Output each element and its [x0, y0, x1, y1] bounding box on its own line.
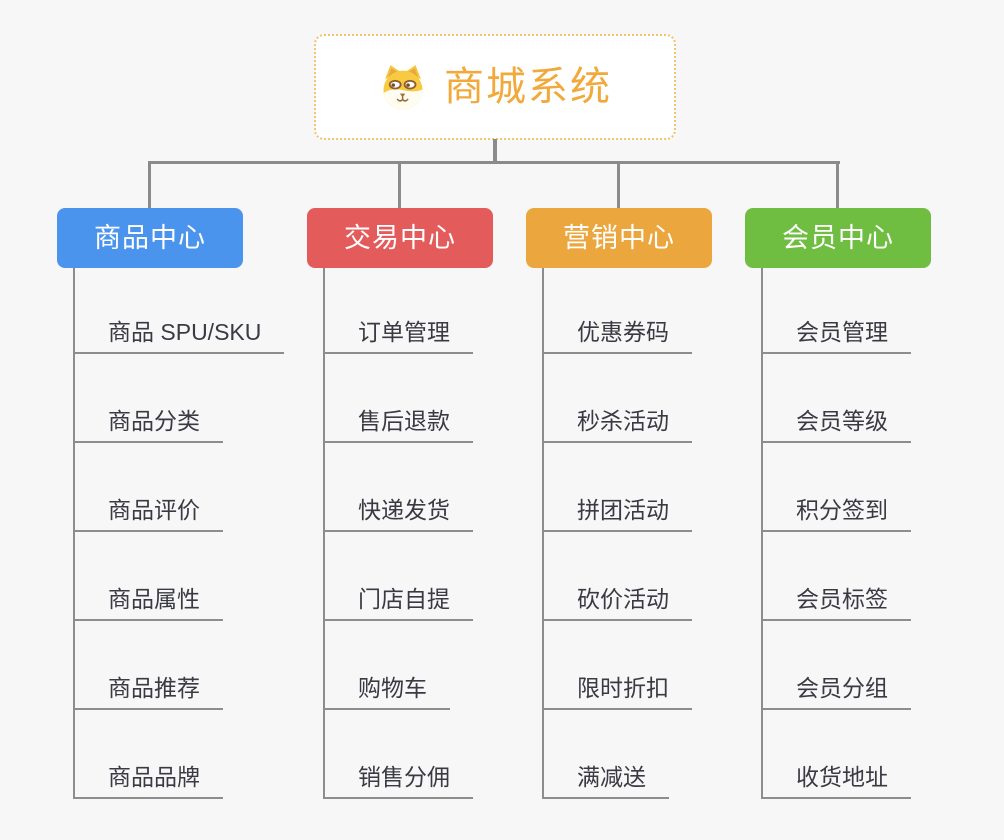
mindmap-node[interactable]: 拼团活动	[544, 443, 692, 532]
branch-children: 会员管理会员等级积分签到会员标签会员分组收货地址	[761, 268, 975, 799]
mindmap-node[interactable]: 会员分组	[763, 621, 911, 710]
mindmap-node-label: 购物车	[358, 675, 427, 701]
mindmap-node-label: 商品推荐	[108, 675, 200, 701]
mindmap-node[interactable]: 限时折扣	[544, 621, 692, 710]
connector-drop	[836, 161, 839, 209]
branch-label: 营销中心	[563, 222, 675, 253]
branch-1: 商品中心 商品 SPU/SKU 商品分类商品评价商品属性商品推荐商品品牌	[57, 208, 287, 799]
mindmap-node-label: 优惠券码	[577, 319, 669, 345]
mindmap-node-label: 限时折扣	[577, 675, 669, 701]
branch-children: 订单管理售后退款快递发货门店自提购物车销售分佣	[323, 268, 537, 799]
branch-2: 交易中心 订单管理售后退款快递发货门店自提购物车销售分佣	[307, 208, 537, 799]
mindmap-node[interactable]: 销售分佣	[325, 710, 473, 799]
mindmap-node-label: 砍价活动	[577, 586, 669, 612]
mindmap-node[interactable]: 商品属性	[75, 532, 223, 621]
mindmap-node-label: 秒杀活动	[577, 408, 669, 434]
mindmap-node[interactable]: 秒杀活动	[544, 354, 692, 443]
mindmap-node[interactable]: 售后退款	[325, 354, 473, 443]
mindmap-node-label: 商品属性	[108, 586, 200, 612]
branch-header[interactable]: 商品中心	[57, 208, 243, 268]
root-node[interactable]: 商城系统	[314, 34, 676, 140]
mindmap-node[interactable]: 订单管理	[325, 268, 473, 354]
dog-face-icon	[383, 65, 423, 110]
mindmap-node-label: 拼团活动	[577, 497, 669, 523]
mindmap-node[interactable]: 砍价活动	[544, 532, 692, 621]
mindmap-node[interactable]: 商品分类	[75, 354, 223, 443]
mindmap-node-label: 会员标签	[796, 586, 888, 612]
branch-label: 交易中心	[344, 222, 456, 253]
branch-children: 优惠券码秒杀活动拼团活动砍价活动限时折扣满减送	[542, 268, 756, 799]
mindmap-node[interactable]: 商品推荐	[75, 621, 223, 710]
mindmap-node-label: 商品 SPU/SKU	[108, 319, 262, 345]
mindmap-node[interactable]: 会员管理	[763, 268, 911, 354]
connector-drop	[148, 161, 151, 209]
mindmap-node[interactable]: 商品品牌	[75, 710, 223, 799]
mindmap-node-label: 会员管理	[796, 319, 888, 345]
mindmap-node[interactable]: 商品 SPU/SKU	[75, 268, 285, 354]
branch-4: 会员中心 会员管理会员等级积分签到会员标签会员分组收货地址	[745, 208, 975, 799]
mindmap-node-label: 商品品牌	[108, 764, 200, 790]
mindmap-node[interactable]: 购物车	[325, 621, 450, 710]
mindmap-node-label: 商品分类	[108, 408, 200, 434]
mindmap-node-label: 商品评价	[108, 497, 200, 523]
mindmap-node-label: 订单管理	[358, 319, 450, 345]
mindmap-node[interactable]: 满减送	[544, 710, 669, 799]
mindmap-node[interactable]: 收货地址	[763, 710, 911, 799]
connector-bus	[148, 161, 840, 164]
mindmap-node-label: 积分签到	[796, 497, 888, 523]
mindmap-node[interactable]: 优惠券码	[544, 268, 692, 354]
branch-label: 会员中心	[782, 222, 894, 253]
root-title: 商城系统	[444, 65, 612, 109]
mindmap-node-label: 销售分佣	[358, 764, 450, 790]
mindmap-node[interactable]: 商品评价	[75, 443, 223, 532]
connector-stem	[493, 139, 497, 163]
mindmap-node-label: 会员等级	[796, 408, 888, 434]
mindmap-node[interactable]: 积分签到	[763, 443, 911, 532]
mindmap-node[interactable]: 快递发货	[325, 443, 473, 532]
mindmap-node[interactable]: 会员标签	[763, 532, 911, 621]
branch-header[interactable]: 营销中心	[526, 208, 712, 268]
connector-drop	[398, 161, 401, 209]
mindmap-node-label: 收货地址	[796, 764, 888, 790]
branch-3: 营销中心 优惠券码秒杀活动拼团活动砍价活动限时折扣满减送	[526, 208, 756, 799]
connector-drop	[617, 161, 620, 209]
mindmap-node-label: 售后退款	[358, 408, 450, 434]
mindmap-node[interactable]: 会员等级	[763, 354, 911, 443]
branch-header[interactable]: 交易中心	[307, 208, 493, 268]
mindmap-node-label: 满减送	[577, 764, 646, 790]
mindmap-node-label: 会员分组	[796, 675, 888, 701]
mindmap-node-label: 门店自提	[358, 586, 450, 612]
branch-header[interactable]: 会员中心	[745, 208, 931, 268]
branch-label: 商品中心	[94, 222, 206, 253]
mindmap-node-label: 快递发货	[358, 497, 450, 523]
branch-children: 商品 SPU/SKU 商品分类商品评价商品属性商品推荐商品品牌	[73, 268, 287, 799]
mindmap-node[interactable]: 门店自提	[325, 532, 473, 621]
